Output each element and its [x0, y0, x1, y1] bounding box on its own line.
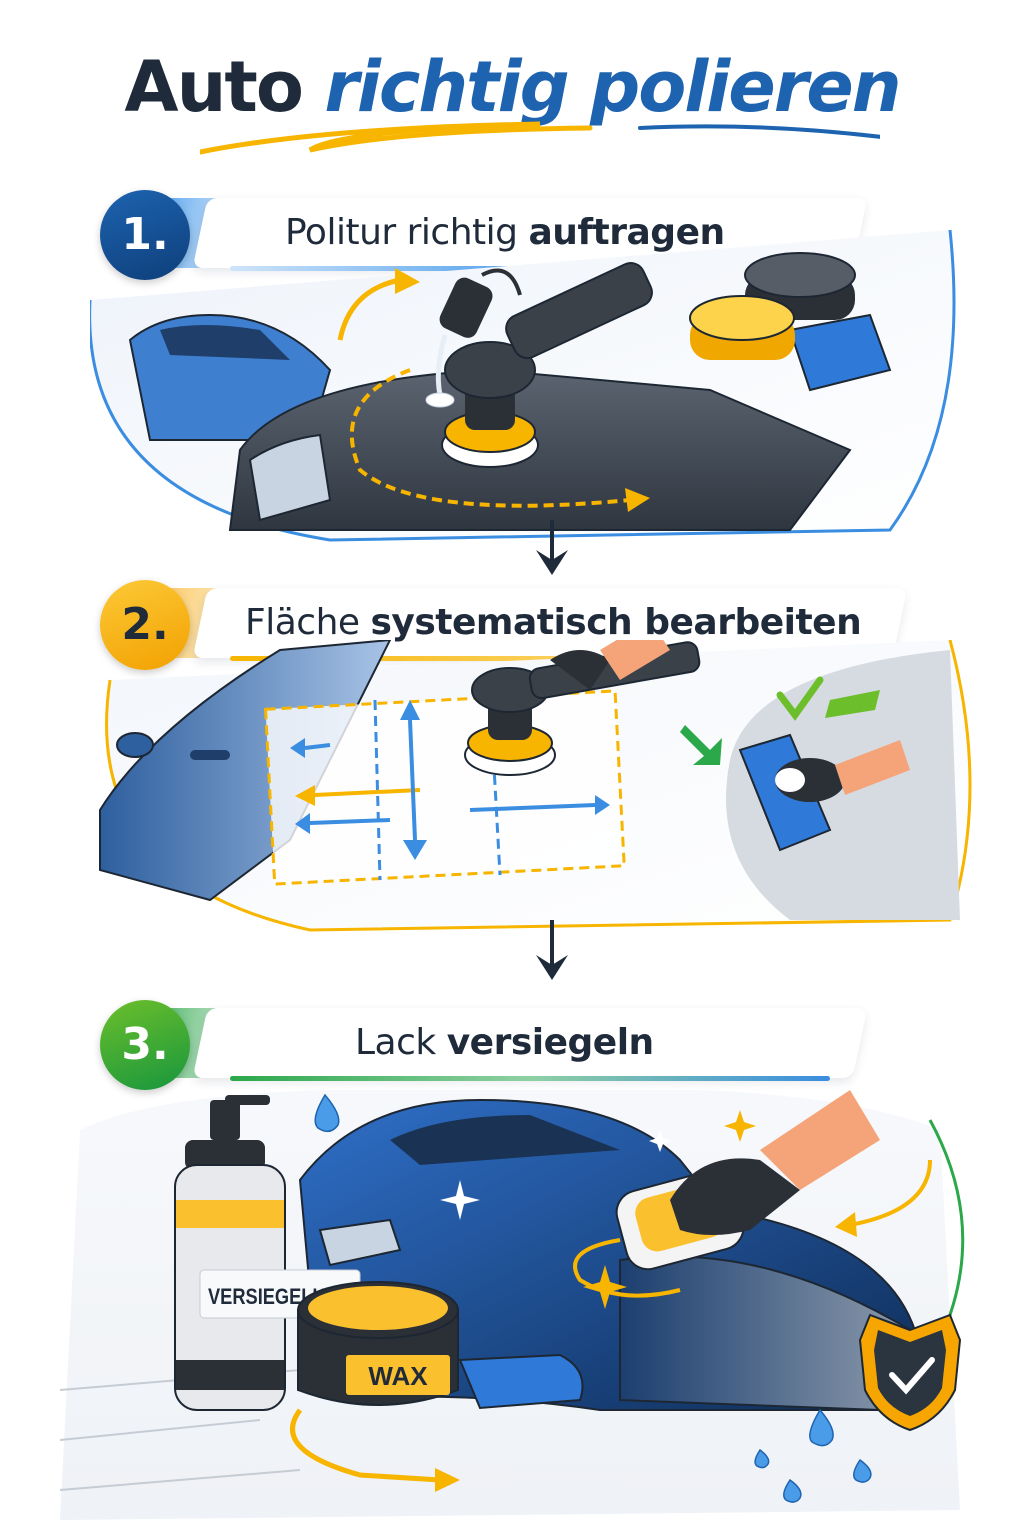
orbital-polisher-icon: [441, 262, 653, 468]
down-arrow-icon: [536, 520, 568, 575]
step-2-label: Fläche systematisch bearbeiten: [245, 602, 862, 643]
step-3-header: 3. Lack versiegeln: [100, 1000, 868, 1090]
step-2-illustration: [99, 640, 972, 932]
circular-motion-arrow-icon: [573, 1238, 681, 1298]
step-3-number-badge: 3.: [100, 1000, 190, 1090]
down-arrow-icon: [536, 920, 568, 980]
step-1-illustration: [90, 229, 956, 542]
sparkle-icon: [440, 1110, 756, 1309]
step-2-underline: [230, 656, 870, 661]
title-part-richtig-polieren: richtig polieren: [324, 46, 901, 128]
car-icon: [128, 313, 332, 441]
car-door-icon: [99, 640, 392, 902]
microfiber-cloth-icon: [788, 313, 892, 392]
gloved-hand-icon: [775, 740, 910, 802]
direction-arrows-icon: [290, 700, 610, 860]
wax-tin-icon: WAX: [297, 1281, 459, 1406]
shield-check-icon: [858, 1313, 962, 1432]
car-hood: [228, 368, 852, 531]
page-title: Auto richtig polieren: [0, 42, 1024, 132]
step-3-label: Lack versiegeln: [355, 1022, 654, 1063]
water-drop-icon: [314, 1093, 872, 1503]
step-3-underline: [230, 1076, 830, 1081]
gloved-hand-icon: [550, 640, 670, 690]
polishing-pad-grey-icon: [744, 252, 856, 320]
microfiber-cloth-icon: [458, 1353, 584, 1410]
title-swoosh-decoration: [200, 121, 880, 155]
step-2-number-badge: 2.: [100, 580, 190, 670]
green-arrow-icon: [680, 725, 722, 765]
circular-motion-arrow-icon: [349, 368, 631, 508]
title-part-auto: Auto: [124, 46, 304, 128]
grid-section-icon: [263, 689, 626, 886]
step-3-illustration: VERSIEGELUNG WAX: [60, 1090, 965, 1520]
polishing-pad-yellow-icon: [689, 295, 795, 360]
step-2-header: 2. Fläche systematisch bearbeiten: [100, 580, 908, 670]
wax-tin-label: WAX: [368, 1361, 428, 1391]
checkmark-icon: [776, 676, 880, 721]
gloved-hand-icon: [670, 1090, 880, 1235]
step-1-number-badge: 1.: [100, 190, 190, 280]
polish-bottle-icon: [425, 268, 522, 408]
step-1-label: Politur richtig auftragen: [285, 212, 725, 253]
